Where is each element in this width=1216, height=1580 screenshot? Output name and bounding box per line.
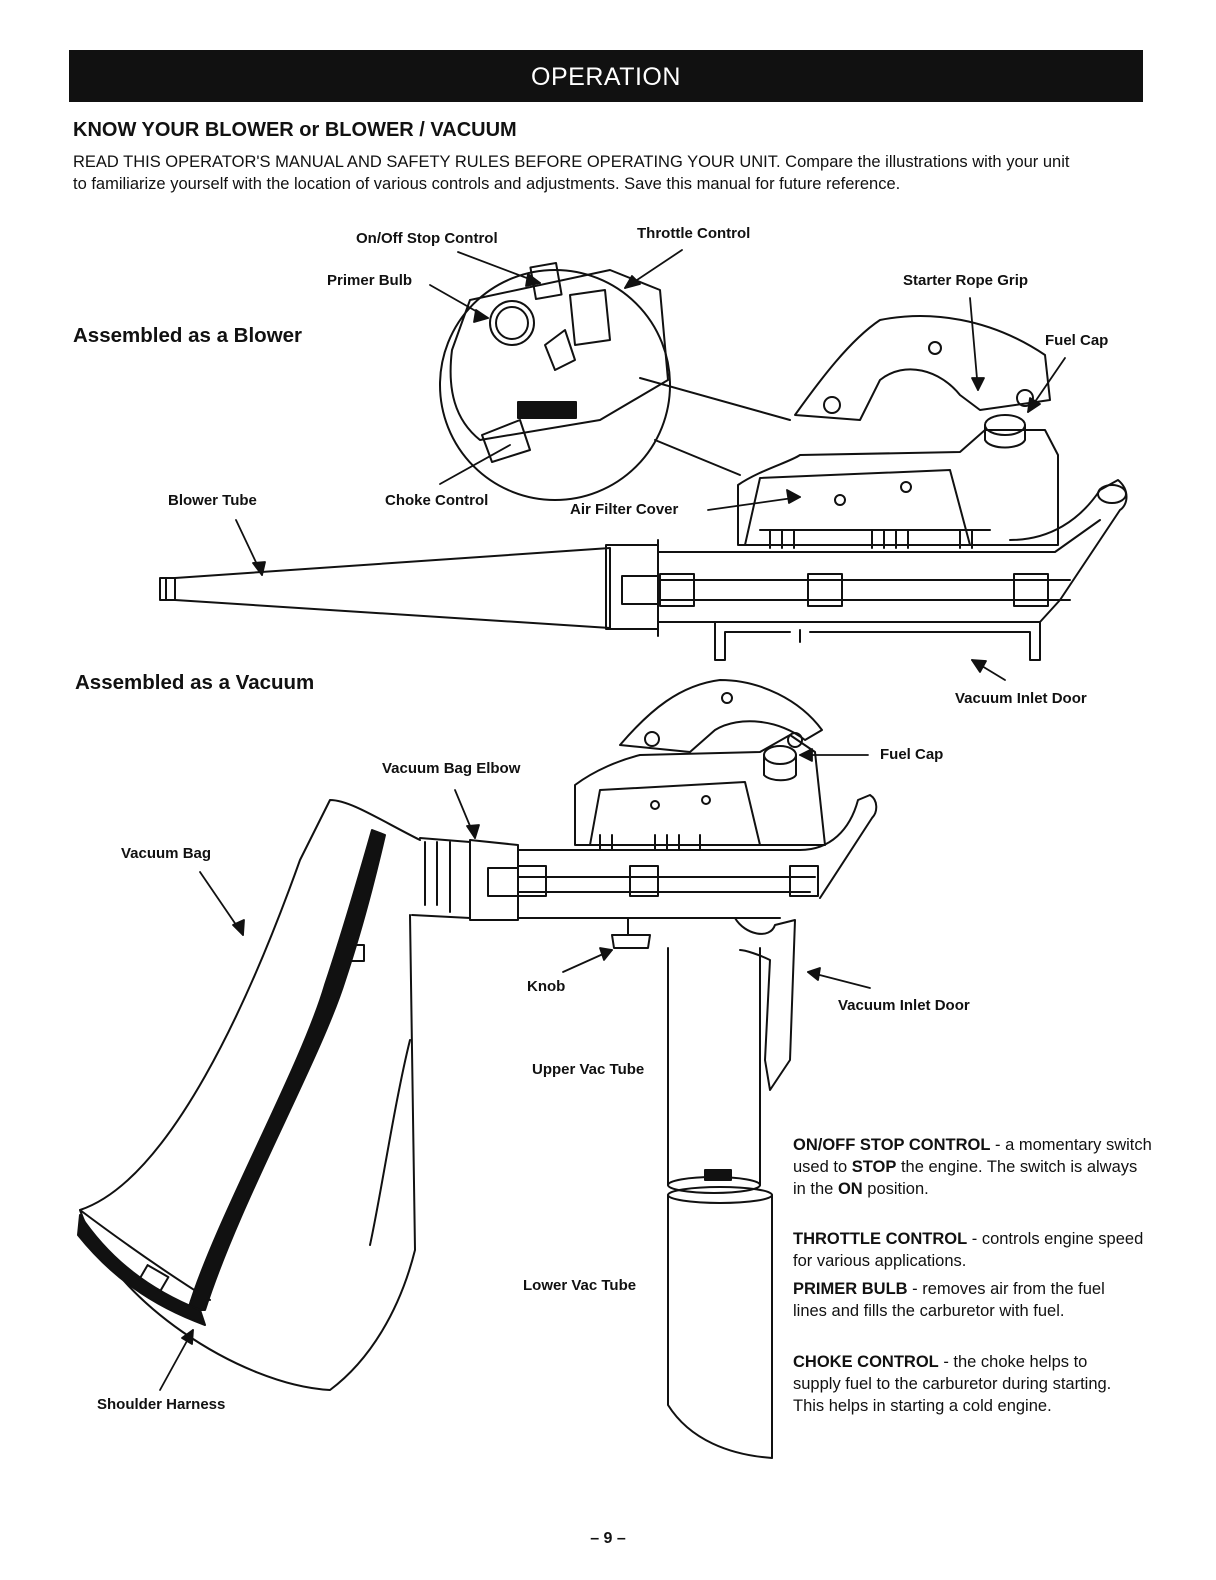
label-knob: Knob [527,978,566,995]
desc-term: THROTTLE CONTROL [793,1230,968,1248]
label-air-filter-cover: Air Filter Cover [570,501,679,518]
label-vacuum-bag: Vacuum Bag [121,845,212,862]
blower-section-title: Assembled as a Blower [73,324,303,347]
section-banner: OPERATION [69,50,1143,102]
label-primer-bulb: Primer Bulb [327,272,413,289]
label-vacuum-inlet-door-blower: Vacuum Inlet Door [955,690,1087,707]
label-onoff-stop-control: On/Off Stop Control [356,230,498,247]
label-vacuum-inlet-door-vacuum: Vacuum Inlet Door [838,997,970,1014]
desc-choke-control: CHOKE CONTROL - the choke helps to suppl… [793,1353,1112,1415]
label-upper-vac-tube: Upper Vac Tube [532,1061,645,1078]
label-fuel-cap-blower: Fuel Cap [1045,332,1109,349]
page-heading: KNOW YOUR BLOWER or BLOWER / VACUUM [73,119,517,141]
label-shoulder-harness: Shoulder Harness [97,1396,226,1413]
label-throttle-control: Throttle Control [637,225,751,242]
label-choke-control: Choke Control [385,492,489,509]
label-blower-tube: Blower Tube [168,492,257,509]
page-number: – 9 – [590,1530,626,1547]
desc-term: PRIMER BULB [793,1280,908,1298]
label-starter-rope-grip: Starter Rope Grip [903,272,1029,289]
desc-term: CHOKE CONTROL [793,1353,939,1371]
desc-term: ON/OFF STOP CONTROL [793,1136,991,1154]
desc-throttle-control: THROTTLE CONTROL - controls engine speed… [793,1230,1144,1270]
label-lower-vac-tube: Lower Vac Tube [523,1277,637,1294]
intro-paragraph: READ THIS OPERATOR'S MANUAL AND SAFETY R… [73,153,1070,193]
label-fuel-cap-vacuum: Fuel Cap [880,746,944,763]
desc-onoff-stop-control: ON/OFF STOP CONTROL - a momentary switch… [793,1136,1152,1198]
blower-drawing [159,261,1128,661]
desc-primer-bulb: PRIMER BULB - removes air from the fuel … [793,1280,1105,1320]
leader-lines [159,249,1066,1391]
label-vacuum-bag-elbow: Vacuum Bag Elbow [382,760,521,777]
vacuum-drawing [77,679,878,1459]
vacuum-section-title: Assembled as a Vacuum [75,671,315,694]
